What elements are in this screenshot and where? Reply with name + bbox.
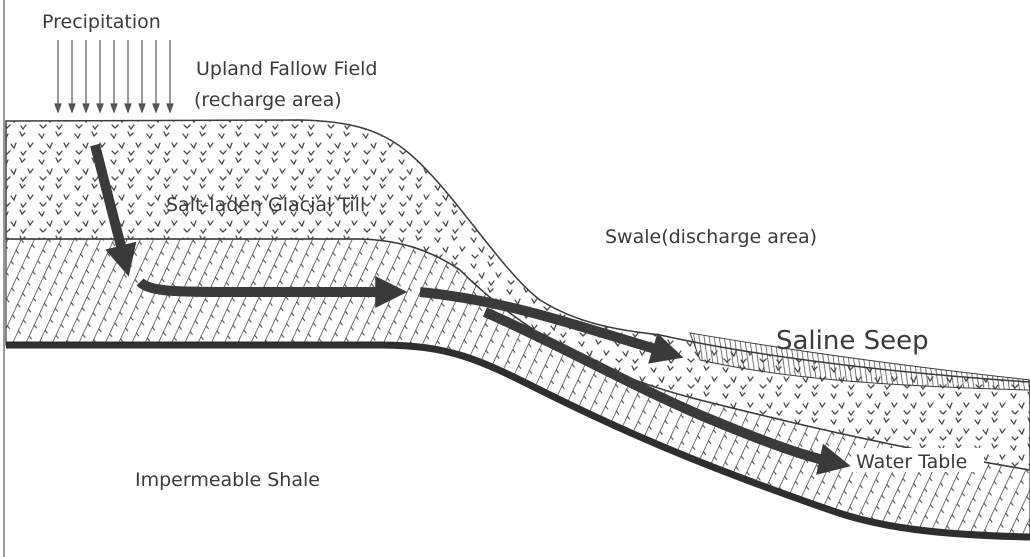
- precipitation-rain-lines: [55, 40, 173, 112]
- glacial-till-label: Salt-laden Glacial Till: [166, 194, 365, 216]
- impermeable-shale-label: Impermeable Shale: [135, 469, 320, 491]
- precipitation-label: Precipitation: [42, 11, 161, 33]
- upland-field-label: Upland Fallow Field: [196, 58, 377, 80]
- saline-seep-label: Saline Seep: [776, 326, 929, 356]
- water-table-label: Water Table: [856, 451, 967, 473]
- recharge-area-label: (recharge area): [194, 89, 342, 111]
- swale-label: Swale(discharge area): [605, 226, 817, 248]
